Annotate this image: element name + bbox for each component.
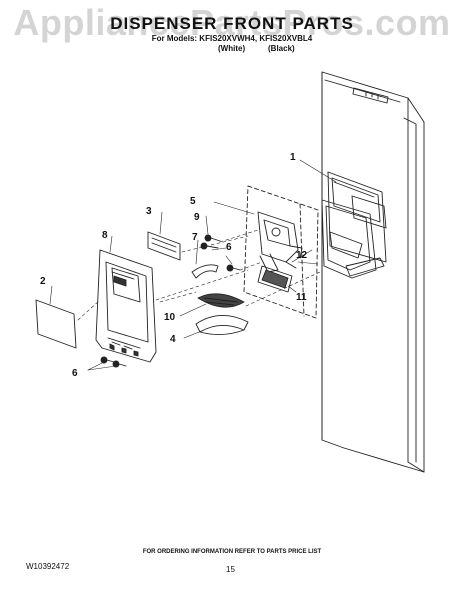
dispenser-lever-assembly: [257, 211, 303, 273]
watermark-text: AppliancePartsPros.com: [13, 2, 451, 43]
callout-part-3: 3: [146, 206, 152, 217]
dispenser-overlay-panel: [35, 299, 77, 349]
leader-lines: [49, 159, 337, 371]
callout-part-1: 1: [290, 152, 296, 163]
ice-chute-frame: [257, 265, 293, 293]
screw-part-9: [204, 234, 221, 242]
color-white-label: (White): [218, 44, 246, 53]
dispenser-bezel: [95, 249, 157, 363]
screw-part-6-lower-b: [112, 360, 127, 368]
model-list: For Models: KFIS20XVWH4, KFIS20XVBL4: [151, 34, 313, 43]
dispenser-housing: [321, 195, 387, 279]
callout-part-12: 12: [296, 250, 308, 261]
callout-part-2: 2: [40, 276, 46, 287]
callout-part-6-lower: 6: [72, 368, 78, 379]
callout-part-11: 11: [296, 292, 307, 303]
screw-part-6-mid: [226, 264, 241, 272]
assembly-outline: [243, 185, 319, 319]
callout-part-6-upper: 6: [226, 242, 232, 253]
callout-part-7: 7: [192, 232, 198, 243]
assembly-outline-inner: [299, 203, 305, 317]
callout-part-5: 5: [190, 196, 196, 207]
page-title: DISPENSER FRONT PARTS: [110, 14, 354, 33]
callout-part-4: 4: [170, 334, 176, 345]
page-number: 15: [226, 565, 235, 574]
drip-tray: [195, 315, 249, 335]
drip-tray-grille: [197, 293, 245, 308]
document-number: W10392472: [26, 562, 70, 571]
control-board: [147, 231, 181, 261]
lever-pad: [191, 264, 219, 279]
refrigerator-door: [321, 71, 425, 473]
callout-part-9: 9: [194, 212, 200, 223]
screw-part-6-lower-a: [100, 356, 115, 364]
screw-part-6-upper: [200, 242, 219, 250]
callout-part-10: 10: [164, 312, 176, 323]
color-black-label: (Black): [268, 44, 295, 53]
callout-part-8: 8: [102, 230, 108, 241]
ordering-note: FOR ORDERING INFORMATION REFER TO PARTS …: [142, 549, 322, 555]
